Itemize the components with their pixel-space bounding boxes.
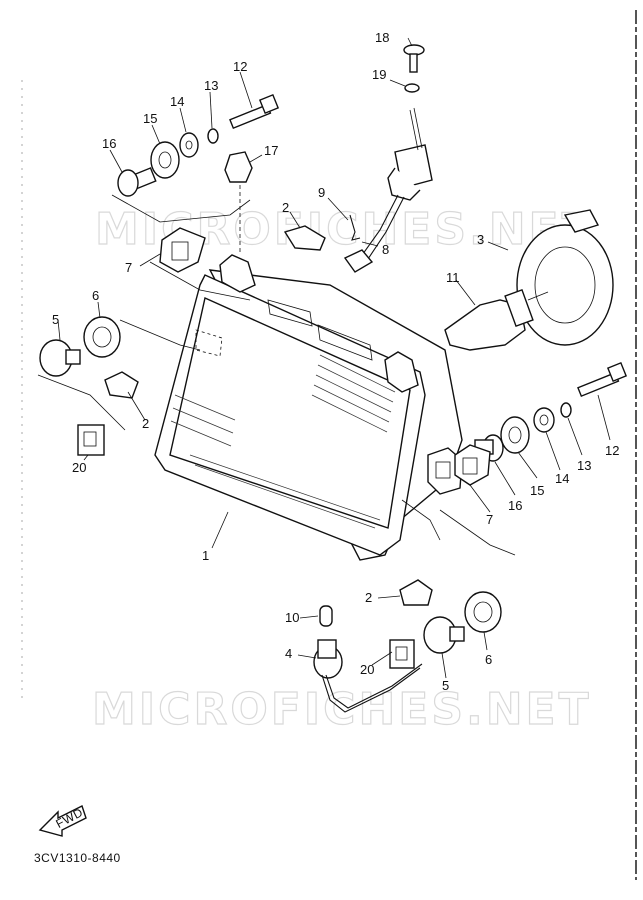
watermark-bottom: MICROFICHES.NET bbox=[92, 684, 592, 735]
callout-16-top: 16 bbox=[102, 136, 116, 151]
callout-14-right: 14 bbox=[555, 471, 569, 486]
callout-12-right: 12 bbox=[605, 443, 619, 458]
clip-9 bbox=[349, 214, 361, 241]
bracket-7top bbox=[149, 261, 251, 301]
drawing-code: 3CV1310-8440 bbox=[34, 851, 121, 865]
grommet-7-right bbox=[454, 444, 491, 486]
callout-9: 9 bbox=[318, 185, 325, 200]
knob-5-right bbox=[423, 616, 465, 654]
nut-20-left bbox=[77, 424, 105, 456]
callout-16-right: 16 bbox=[508, 498, 522, 513]
bolt-12-right bbox=[577, 361, 628, 398]
fwd-arrow-icon: FWD bbox=[38, 805, 87, 837]
leader-lines bbox=[57, 37, 611, 679]
callout-18: 18 bbox=[375, 30, 389, 45]
callout-2-top: 2 bbox=[282, 200, 289, 215]
lens-shading bbox=[170, 354, 396, 529]
headlight-unit bbox=[154, 254, 463, 561]
bolt-12-top bbox=[229, 93, 280, 130]
socket-4 bbox=[313, 639, 423, 713]
callout-5-right: 5 bbox=[442, 678, 449, 693]
callout-20-left: 20 bbox=[72, 460, 86, 475]
bulb-11 bbox=[444, 288, 549, 351]
callout-20-right: 20 bbox=[360, 662, 374, 677]
bulb-cover-3 bbox=[516, 209, 614, 346]
callout-15-right: 15 bbox=[530, 483, 544, 498]
callout-15-top: 15 bbox=[143, 111, 157, 126]
washer-14-top bbox=[179, 132, 199, 158]
callout-14-top: 14 bbox=[170, 94, 184, 109]
callout-1: 1 bbox=[202, 548, 209, 563]
callout-10: 10 bbox=[285, 610, 299, 625]
callout-6-right: 6 bbox=[485, 652, 492, 667]
callout-2-bottom: 2 bbox=[365, 590, 372, 605]
grommet-17 bbox=[224, 151, 253, 183]
clip-2-left bbox=[104, 371, 139, 399]
screw-18 bbox=[403, 44, 425, 73]
callout-7-top: 7 bbox=[125, 260, 132, 275]
nut-20-right bbox=[389, 639, 415, 669]
callout-4: 4 bbox=[285, 646, 292, 661]
callout-13-right: 13 bbox=[577, 458, 591, 473]
bushing-6-left bbox=[83, 316, 121, 358]
callout-19: 19 bbox=[372, 67, 386, 82]
nut-16-top bbox=[117, 167, 157, 197]
callout-12-top: 12 bbox=[233, 59, 247, 74]
bracket-right bbox=[439, 509, 516, 556]
callout-11: 11 bbox=[446, 270, 460, 285]
harness-8 bbox=[343, 107, 433, 273]
callout-6-left: 6 bbox=[92, 288, 99, 303]
grommet-7-top bbox=[159, 227, 206, 273]
washer-14-right bbox=[533, 407, 555, 433]
knob-5-left bbox=[39, 339, 81, 377]
bracket-left bbox=[37, 374, 126, 431]
bracket-left-2 bbox=[119, 319, 201, 351]
clip-2-bottom bbox=[399, 579, 433, 606]
bushing-6-right bbox=[464, 591, 502, 633]
callout-labels: 1 2 2 2 3 4 5 5 6 6 7 7 8 9 10 11 12 12 … bbox=[52, 30, 619, 693]
callout-17: 17 bbox=[264, 143, 278, 158]
bulb-10 bbox=[319, 605, 333, 627]
svg-text:FWD: FWD bbox=[53, 805, 85, 831]
bushing-15-top bbox=[150, 141, 180, 179]
callout-13-top: 13 bbox=[204, 78, 218, 93]
washer-19 bbox=[404, 83, 420, 93]
clip-2-top bbox=[283, 225, 326, 251]
washer-13-right bbox=[560, 402, 572, 418]
callout-3: 3 bbox=[477, 232, 484, 247]
callout-2-left: 2 bbox=[142, 416, 149, 431]
callout-5-left: 5 bbox=[52, 312, 59, 327]
callout-8: 8 bbox=[382, 242, 389, 257]
bushing-15-right bbox=[500, 416, 530, 454]
washer-13-top bbox=[207, 128, 219, 144]
callout-7-right: 7 bbox=[486, 512, 493, 527]
bracket-top bbox=[111, 194, 251, 223]
